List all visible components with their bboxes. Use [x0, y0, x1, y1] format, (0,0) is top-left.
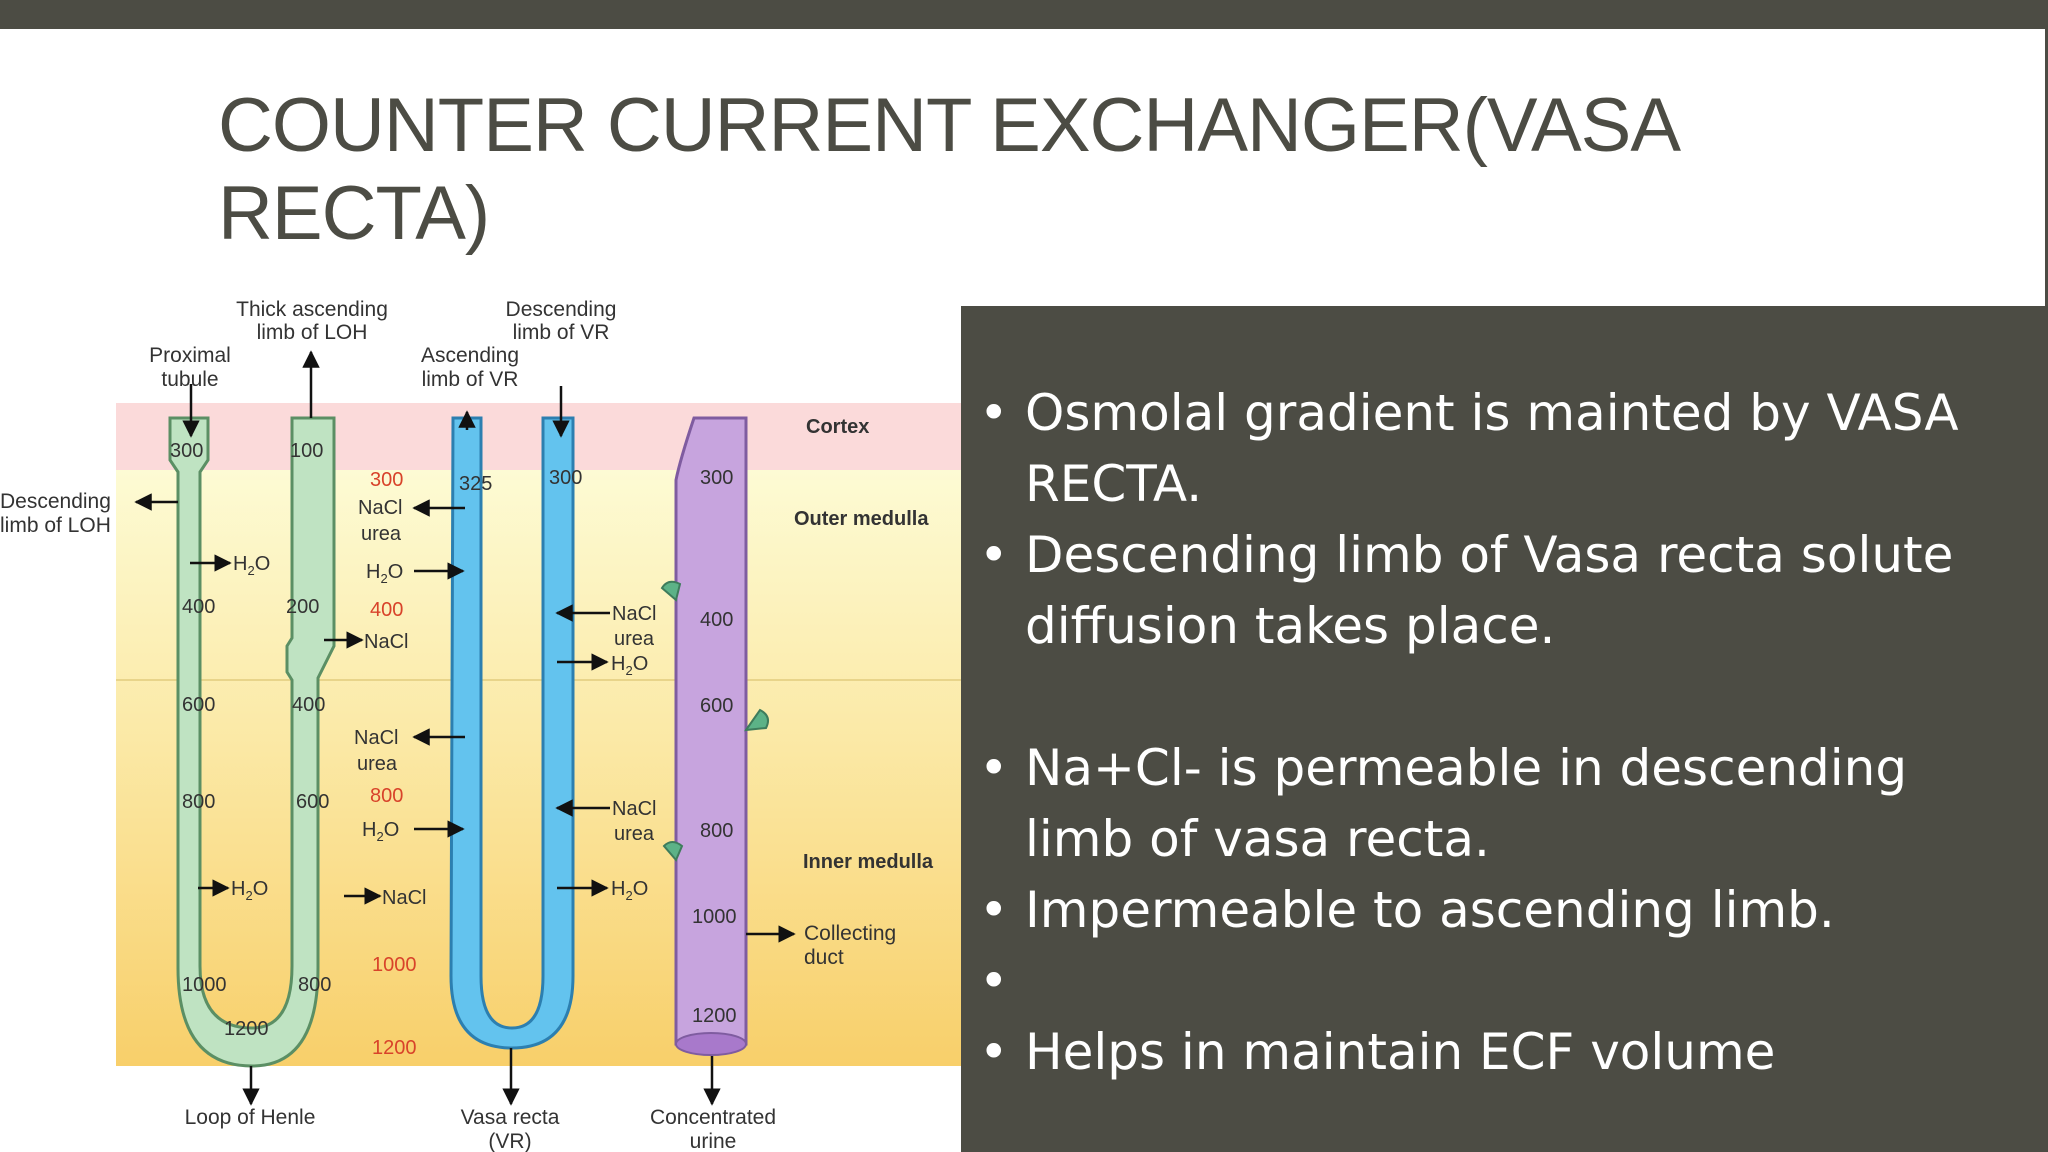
bullet-dot: • — [979, 739, 1009, 797]
cd-branch-1 — [660, 580, 682, 602]
inter-1200: 1200 — [372, 1037, 417, 1059]
bullet-item: • Helps in maintain ECF volume — [961, 1017, 2021, 1088]
inter-800: 800 — [370, 785, 403, 807]
label-collecting-2: duct — [804, 946, 844, 969]
cd-300: 300 — [700, 467, 733, 489]
label-vasa-recta-1: Vasa recta — [461, 1106, 560, 1129]
label-asc-vr-1: Ascending — [421, 344, 519, 367]
nacl-2: NaCl — [364, 631, 408, 653]
cd-400: 400 — [700, 609, 733, 631]
urea-4: urea — [614, 823, 655, 845]
medulla-background — [116, 470, 961, 1066]
cortex-band — [116, 403, 961, 470]
label-proximal-2: tubule — [161, 368, 218, 391]
slide-title: COUNTER CURRENT EXCHANGER(VASA RECTA) — [218, 83, 1677, 256]
loop-bottom-1200: 1200 — [224, 1018, 269, 1040]
bullet-item: • Osmolal gradient is mainted by VASA REC… — [961, 378, 2021, 520]
label-cortex: Cortex — [806, 416, 869, 438]
nacl-5: NaCl — [612, 798, 656, 820]
label-desc-vr-2: limb of VR — [513, 321, 610, 344]
bullet-item: • Descending limb of Vasa recta solute di… — [961, 520, 2021, 662]
collecting-duct-tube — [674, 416, 748, 1046]
loop-asc-200: 200 — [286, 596, 319, 618]
nacl-4: NaCl — [354, 727, 398, 749]
cd-1000: 1000 — [692, 906, 737, 928]
bullet-item: • Impermeable to ascending limb. — [961, 875, 2021, 946]
bullet-dot: • — [979, 881, 1009, 939]
bullet-dot: • — [979, 952, 1009, 1010]
label-conc-urine-2: urine — [690, 1130, 737, 1152]
label-collecting-1: Collecting — [804, 922, 896, 945]
loop-asc-100: 100 — [290, 440, 323, 462]
bullet-dot: • — [979, 384, 1009, 442]
nacl-1: NaCl — [358, 497, 402, 519]
bullet-spacer — [961, 662, 2021, 733]
bullet-item: • — [961, 946, 2021, 1017]
bullet-text: Helps in maintain ECF volume — [1025, 1023, 1776, 1081]
label-thick-asc-1: Thick ascending — [236, 298, 388, 321]
loop-asc-800: 800 — [298, 974, 331, 996]
label-conc-urine-1: Concentrated — [650, 1106, 776, 1129]
label-outer-medulla: Outer medulla — [794, 508, 929, 530]
bullet-dot: • — [979, 526, 1009, 584]
vr-desc-300: 300 — [549, 467, 582, 489]
label-desc-loh-1: Descending — [0, 490, 111, 513]
label-desc-loh-2: limb of LOH — [0, 514, 111, 537]
top-bar — [0, 0, 2048, 29]
loop-asc-600: 600 — [296, 791, 329, 813]
bullet-dot: • — [979, 1023, 1009, 1081]
loop-desc-400: 400 — [182, 596, 215, 618]
h2o-c: H2O — [611, 653, 648, 678]
bullet-item: • Na+Cl- is permeable in descending limb … — [961, 733, 2021, 875]
loop-of-henle-tube — [168, 416, 336, 1068]
bullet-text: Na+Cl- is permeable in descending limb o… — [1025, 739, 1908, 868]
bullet-text: Osmolal gradient is mainted by VASA RECT… — [1025, 384, 1959, 513]
bullet-panel: • Osmolal gradient is mainted by VASA REC… — [961, 306, 2048, 1152]
h2o-e: H2O — [231, 878, 268, 903]
cd-branch-3 — [662, 841, 684, 862]
loop-desc-600: 600 — [182, 694, 215, 716]
collecting-duct-bottom — [675, 1032, 747, 1056]
inter-400: 400 — [370, 599, 403, 621]
nacl-6: NaCl — [382, 887, 426, 909]
cd-branch-2 — [743, 708, 769, 732]
h2o-f: H2O — [611, 878, 648, 903]
h2o-b: H2O — [366, 561, 403, 586]
vr-asc-325: 325 — [459, 473, 492, 495]
right-edge-bar — [2045, 29, 2048, 309]
urea-2: urea — [614, 628, 655, 650]
bullet-text: Descending limb of Vasa recta solute dif… — [1025, 526, 1954, 655]
label-proximal-1: Proximal — [149, 344, 231, 367]
inter-300: 300 — [370, 469, 403, 491]
bullet-list: • Osmolal gradient is mainted by VASA REC… — [961, 378, 2021, 1088]
label-asc-vr-2: limb of VR — [422, 368, 519, 391]
cd-600: 600 — [700, 695, 733, 717]
cd-1200: 1200 — [692, 1005, 737, 1027]
urea-3: urea — [357, 753, 398, 775]
nacl-3: NaCl — [612, 603, 656, 625]
inter-1000: 1000 — [372, 954, 417, 976]
label-thick-asc-2: limb of LOH — [257, 321, 368, 344]
label-desc-vr-1: Descending — [506, 298, 617, 321]
label-loop-of-henle: Loop of Henle — [185, 1106, 316, 1129]
label-inner-medulla: Inner medulla — [803, 851, 934, 873]
loop-asc-400: 400 — [292, 694, 325, 716]
vasa-recta-tube — [449, 416, 575, 1050]
h2o-a: H2O — [233, 553, 270, 578]
loop-desc-800: 800 — [182, 791, 215, 813]
urea-1: urea — [361, 523, 402, 545]
vasa-recta-diagram: Thick ascending limb of LOH Descending l… — [0, 290, 961, 1152]
loop-desc-300: 300 — [170, 440, 203, 462]
h2o-d: H2O — [362, 819, 399, 844]
cd-800: 800 — [700, 820, 733, 842]
label-vasa-recta-2: (VR) — [488, 1130, 531, 1152]
loop-desc-1000: 1000 — [182, 974, 227, 996]
bullet-text: Impermeable to ascending limb. — [1025, 881, 1835, 939]
